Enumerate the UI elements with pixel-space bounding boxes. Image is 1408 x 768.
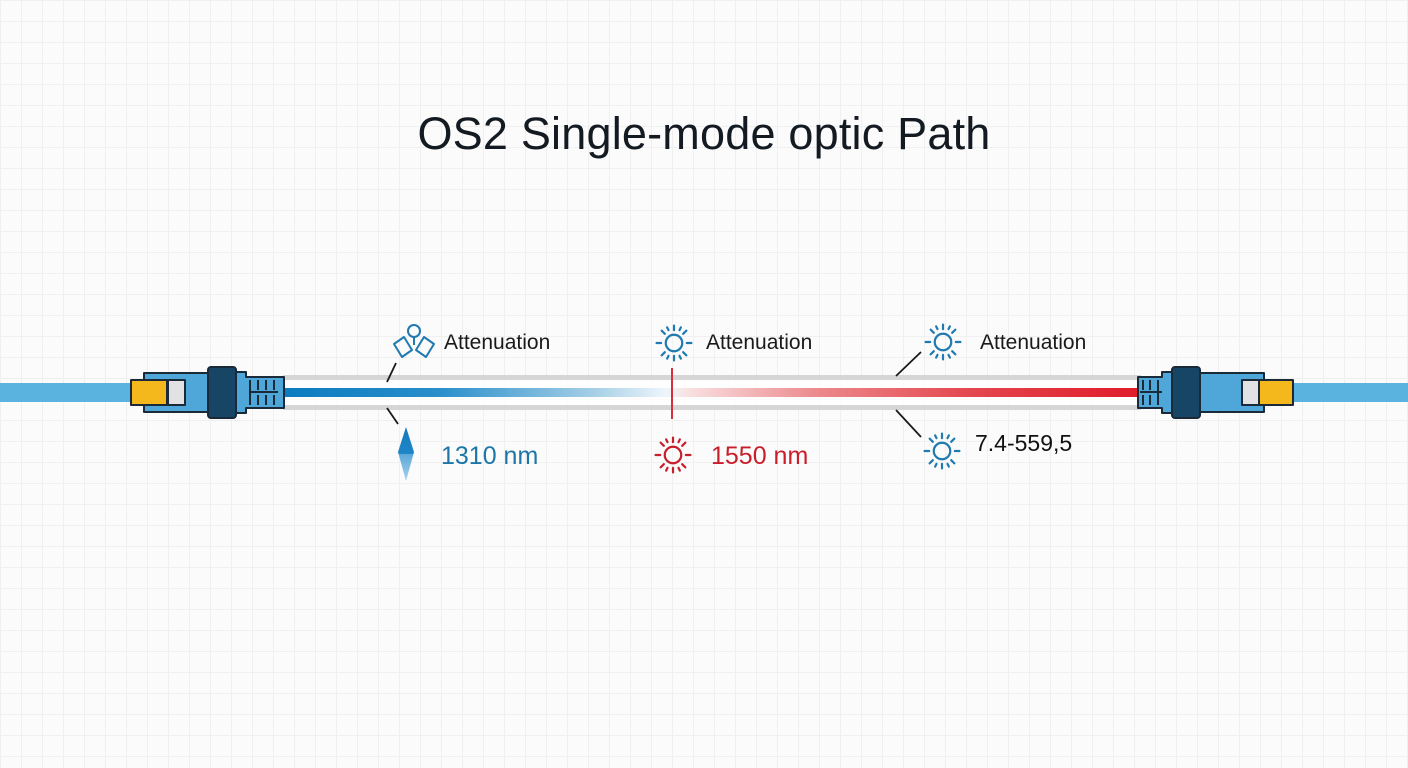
right-connector bbox=[1137, 366, 1294, 419]
annotation-label-top-left: Attenuation bbox=[444, 331, 551, 354]
wavelength-label-1310: 1310 nm bbox=[441, 442, 539, 470]
plant-sprout-icon bbox=[393, 324, 435, 358]
page-title: OS2 Single-mode optic Path bbox=[417, 108, 991, 159]
sun-icon bbox=[654, 436, 692, 474]
annotation-label-top-center: Attenuation bbox=[706, 331, 813, 354]
sun-icon bbox=[924, 323, 962, 361]
diamond-arrow-icon bbox=[398, 427, 414, 481]
wavelength-label-1550: 1550 nm bbox=[711, 442, 809, 470]
sun-icon bbox=[923, 432, 961, 470]
leader-lines bbox=[386, 351, 922, 438]
sun-icon bbox=[655, 324, 693, 362]
outer-cable-right bbox=[1290, 383, 1408, 402]
left-connector bbox=[130, 366, 285, 419]
outer-cable-left bbox=[0, 383, 135, 402]
fiber-core bbox=[283, 388, 1141, 397]
attenuation-value-label: 7.4-559,5 bbox=[975, 430, 1073, 456]
annotation-label-top-right: Attenuation bbox=[980, 331, 1087, 354]
